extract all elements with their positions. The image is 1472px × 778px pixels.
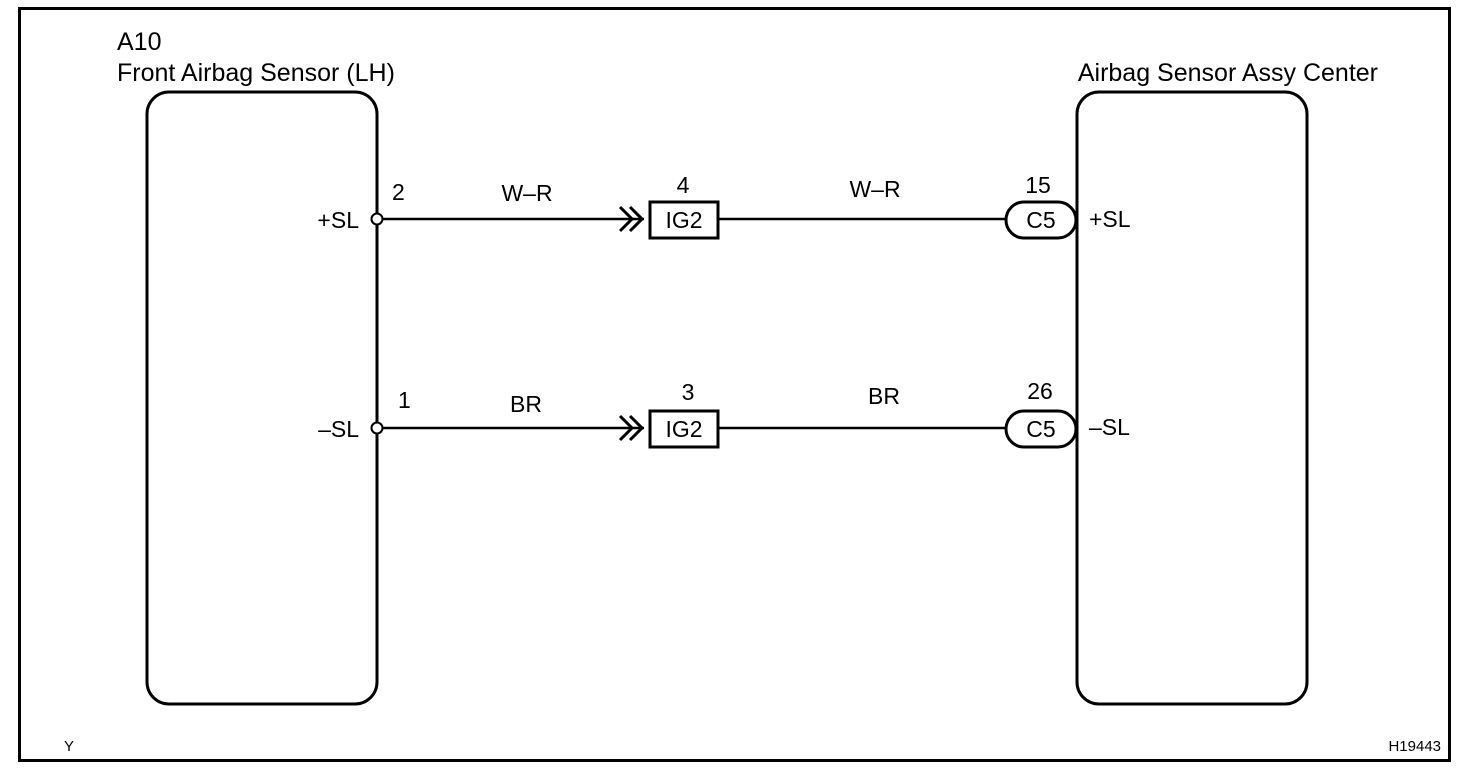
- wire-color-label: BR: [868, 383, 900, 409]
- junction-code: IG2: [665, 416, 702, 442]
- connector-c5: [1004, 200, 1078, 240]
- right-pin-number-26: 26: [1027, 378, 1053, 404]
- right-component-name: Airbag Sensor Assy Center: [1078, 59, 1378, 87]
- left-pin-number-1: 1: [398, 387, 411, 413]
- junction-pin-number: 3: [682, 379, 695, 405]
- wire-minus-sl: –SL 1 BR 3 IG2 BR 26 C5 –SL: [318, 378, 1130, 449]
- left-component-box: [145, 90, 379, 706]
- wire-color-label: W–R: [501, 180, 552, 206]
- left-component-name: Front Airbag Sensor (LH): [117, 59, 395, 87]
- left-pin-signal-minus-sl: –SL: [318, 416, 359, 442]
- footer-left-code: Y: [64, 738, 74, 755]
- wire-plus-sl: +SL 2 W–R 4 IG2 W–R 15 C5 +SL: [317, 172, 1131, 240]
- right-pin-signal-minus-sl: –SL: [1089, 414, 1130, 440]
- figure-id: H19443: [1388, 738, 1441, 755]
- pin-terminal: [370, 212, 384, 226]
- wire-color-label: BR: [510, 391, 542, 417]
- connector-chevron-icon: [628, 414, 645, 442]
- connector-c5-label: C5: [1026, 207, 1055, 233]
- connector-chevron-icon: [618, 205, 635, 233]
- left-component-code: A10: [117, 28, 161, 56]
- right-pin-signal-plus-sl: +SL: [1089, 206, 1131, 232]
- junction-box: [648, 200, 720, 240]
- right-component-box: [1075, 90, 1309, 706]
- wire-color-label: W–R: [849, 176, 900, 202]
- connector-chevron-icon: [618, 414, 635, 442]
- junction-box: [648, 409, 720, 449]
- left-pin-number-2: 2: [392, 179, 405, 205]
- left-pin-signal-plus-sl: +SL: [317, 207, 359, 233]
- junction-code: IG2: [665, 207, 702, 233]
- right-pin-number-15: 15: [1025, 172, 1051, 198]
- diagram-frame: [18, 7, 1451, 762]
- junction-pin-number: 4: [677, 172, 690, 198]
- pin-terminal: [370, 421, 384, 435]
- connector-chevron-icon: [628, 205, 645, 233]
- connector-c5: [1004, 409, 1078, 449]
- connector-c5-label: C5: [1026, 416, 1055, 442]
